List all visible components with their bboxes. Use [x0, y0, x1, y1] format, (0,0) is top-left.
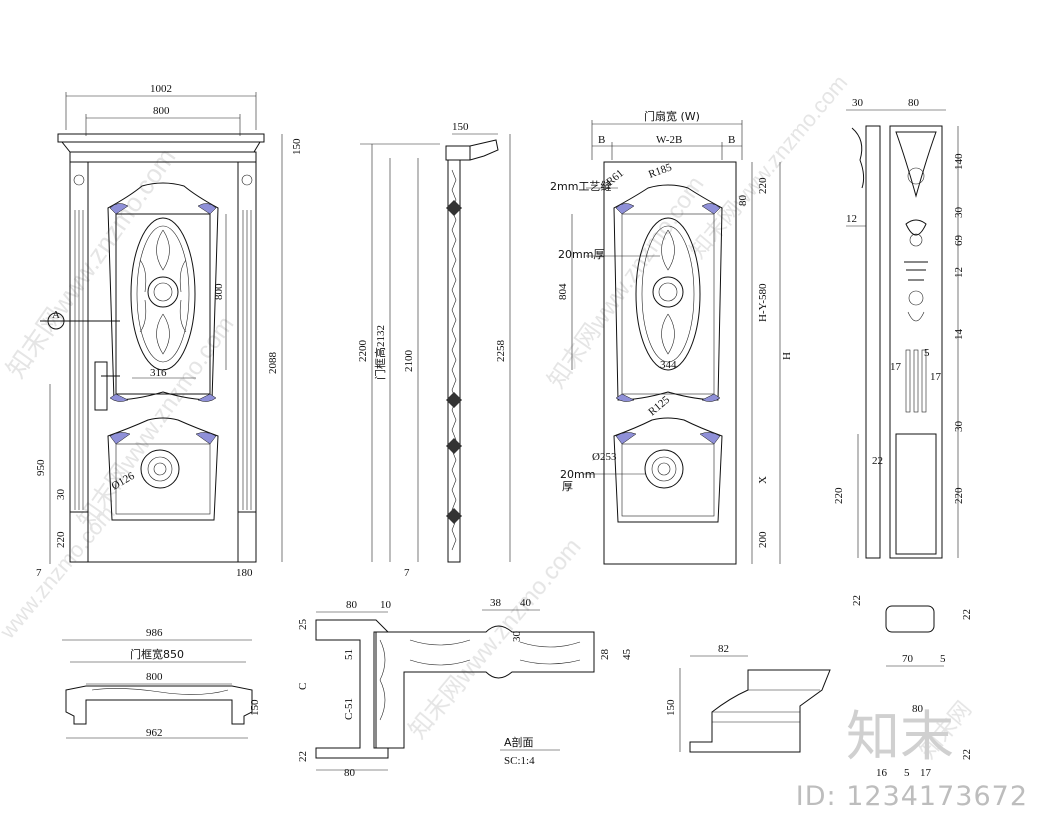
dim-b-left: B — [598, 134, 605, 146]
dim-a-25: 25 — [297, 619, 309, 631]
dim-sp-22a: 22 — [851, 595, 863, 606]
dim-a-80b: 80 — [344, 767, 356, 779]
dim-sp-5b: 5 — [904, 767, 910, 779]
dim-2088: 2088 — [267, 352, 279, 375]
dim-950: 950 — [35, 459, 47, 476]
dim-a-30: 30 — [511, 631, 523, 643]
dim-30: 30 — [55, 489, 67, 501]
dim-oval-800: 800 — [213, 283, 225, 300]
dim-col-220a: 220 — [833, 487, 845, 504]
dim-d253: Ø253 — [592, 451, 617, 463]
dim-w-2b: W-2B — [656, 134, 682, 146]
dim-a-28: 28 — [599, 649, 611, 661]
dim-sp-16: 16 — [876, 767, 888, 779]
dim-a-40: 40 — [520, 597, 532, 609]
dim-sp-22c: 22 — [961, 749, 973, 760]
dim-col-14: 14 — [953, 329, 965, 341]
dim-frame-2132: 门框高2132 — [373, 325, 387, 380]
dim-col-30a: 30 — [953, 207, 965, 219]
dim-220: 220 — [55, 531, 67, 548]
frame-plan-section: 986 门框宽850 800 962 150 — [62, 627, 261, 739]
door-front-view: 1002 800 150 — [35, 83, 303, 579]
dim-sp-70: 70 — [902, 653, 914, 665]
svg-text:知末网www.znzmo.com: 知末网www.znzmo.com — [685, 70, 853, 263]
dim-col-17b: 17 — [930, 371, 942, 383]
svg-text:知末网www.znzmo.com: 知末网www.znzmo.com — [0, 143, 181, 384]
door-side-section: 2200 门框高2132 2100 2258 150 7 — [357, 121, 511, 579]
dim-col-80: 80 — [908, 97, 920, 109]
dim-316: 316 — [150, 367, 167, 379]
slot-label: 2mm工艺缝 — [550, 179, 611, 193]
section-marker-a: A — [52, 309, 60, 321]
dim-plan-150: 150 — [249, 699, 261, 716]
dim-sp-5: 5 — [940, 653, 946, 665]
dim-col-22: 22 — [872, 455, 883, 467]
dim-804: 804 — [557, 283, 569, 300]
dim-2100: 2100 — [403, 350, 415, 373]
watermark-id: ID: 1234173672 — [795, 781, 1028, 812]
dim-7: 7 — [36, 567, 42, 579]
frame-width-label: 门框宽850 — [130, 647, 184, 661]
dim-80-leaf: 80 — [737, 195, 749, 207]
dim-986: 986 — [146, 627, 163, 639]
thick-label: 20mm厚 — [558, 248, 604, 261]
dim-b-right: B — [728, 134, 735, 146]
dim-h: H — [781, 352, 793, 360]
svg-text:知末网www.znzmo.com: 知末网www.znzmo.com — [404, 533, 587, 743]
dim-2200: 2200 — [357, 340, 369, 363]
dim-180: 180 — [236, 567, 253, 579]
dim-col-12: 12 — [953, 267, 965, 278]
dim-col-30b: 30 — [953, 421, 965, 433]
dim-800: 800 — [153, 105, 170, 117]
dim-plan-800: 800 — [146, 671, 163, 683]
dim-r125: R125 — [646, 393, 672, 418]
dim-200-leaf: 200 — [757, 531, 769, 548]
dim-344: 344 — [660, 359, 677, 371]
dim-r185: R185 — [647, 161, 674, 181]
dim-220-leaf: 220 — [757, 177, 769, 194]
dim-962: 962 — [146, 727, 163, 739]
dim-mould-150: 150 — [665, 699, 677, 716]
dim-a-80: 80 — [346, 599, 358, 611]
dim-a-22: 22 — [297, 751, 309, 762]
dim-7-side: 7 — [404, 567, 410, 579]
dim-col-140: 140 — [953, 153, 965, 170]
leaf-width-label: 门扇宽 (W) — [644, 109, 700, 123]
dim-a-45: 45 — [621, 649, 633, 661]
dim-sp-17: 17 — [920, 767, 932, 779]
dim-col-5: 5 — [924, 347, 930, 359]
dim-x: X — [757, 476, 769, 484]
dim-col-17a: 17 — [890, 361, 902, 373]
dim-a-51: 51 — [343, 649, 355, 660]
a-section-detail: 80 10 25 51 C C-51 22 80 38 40 30 28 45 … — [297, 597, 633, 779]
dim-a-c51: C-51 — [343, 698, 355, 720]
svg-text:www.znzmo.com: www.znzmo.com — [0, 501, 120, 644]
watermark-logo: 知末 — [846, 705, 954, 768]
door-leaf-view: 门扇宽 (W) B W-2B B R185 2mm工艺缝 R61 20mm厚 8… — [550, 109, 793, 565]
small-parts-detail: 22 22 70 5 80 16 5 17 22 — [851, 595, 973, 779]
dim-col-69: 69 — [953, 235, 965, 247]
thick-label-2b: 厚 — [562, 480, 573, 493]
dim-sp-80: 80 — [912, 703, 924, 715]
dim-col-12-left: 12 — [846, 213, 857, 225]
thick-label-2: 20mm — [560, 468, 595, 481]
dim-a-10: 10 — [380, 599, 392, 611]
dim-a-38: 38 — [490, 597, 502, 609]
moulding-profile: 82 150 — [665, 643, 831, 753]
dim-1002: 1002 — [150, 83, 172, 95]
dim-mould-82: 82 — [718, 643, 729, 655]
a-section-title: A剖面 — [504, 735, 534, 749]
column-detail-view: 30 80 140 30 69 12 14 30 220 12 5 17 17 … — [833, 97, 965, 559]
dim-150-top: 150 — [452, 121, 469, 133]
dim-150: 150 — [291, 138, 303, 155]
dim-h-y-580: H-Y-580 — [757, 283, 769, 322]
dim-col-30: 30 — [852, 97, 864, 109]
dim-col-220b: 220 — [953, 487, 965, 504]
dim-sp-22b: 22 — [961, 609, 973, 620]
dim-2258: 2258 — [495, 340, 507, 363]
dim-a-c: C — [297, 683, 309, 690]
a-section-scale: SC:1:4 — [504, 755, 535, 767]
